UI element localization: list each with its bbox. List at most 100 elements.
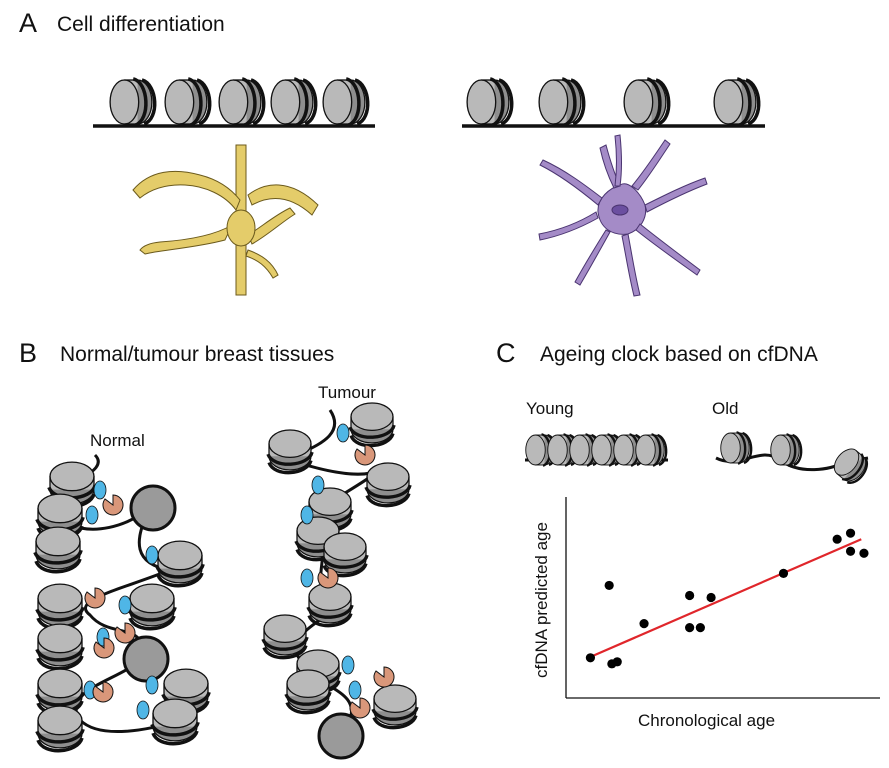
- nucleosome: [164, 77, 212, 127]
- dna-wrap: [35, 646, 85, 662]
- tumour-label: Tumour: [318, 383, 376, 402]
- data-point: [859, 548, 869, 558]
- regression-line: [592, 538, 862, 657]
- data-point: [604, 580, 614, 591]
- yellow-cell-illustration: [132, 144, 319, 296]
- nucleosome: [348, 402, 396, 448]
- data-point: [639, 619, 649, 629]
- orange-marker: [349, 697, 371, 719]
- blue-marker: [300, 505, 314, 525]
- nucleosome: [720, 431, 753, 465]
- dna-wrap: [735, 431, 747, 465]
- nucleosome: [155, 540, 205, 588]
- old-label: Old: [712, 399, 739, 418]
- compact-chromatin: [93, 77, 375, 128]
- blue-marker: [136, 700, 150, 720]
- dna-wrap: [785, 433, 797, 467]
- blue-marker: [93, 480, 107, 500]
- orange-marker: [92, 681, 114, 703]
- dna-wrap: [489, 77, 505, 127]
- panel-b-letter: B: [19, 338, 38, 368]
- dna-wrap: [570, 78, 586, 126]
- blue-marker: [145, 675, 159, 695]
- dna-wrap: [34, 558, 82, 574]
- nucleosome: [306, 582, 354, 628]
- nucleosome: [109, 77, 157, 127]
- nucleosome: [35, 623, 85, 671]
- nucleosome: [364, 462, 412, 508]
- dna-wrap: [354, 78, 370, 126]
- dna-wrap: [846, 457, 868, 484]
- blue-marker: [348, 680, 362, 700]
- dna-wrap: [306, 604, 354, 619]
- protein-complex: [129, 484, 177, 532]
- data-point: [695, 623, 705, 633]
- dna-wrap: [736, 77, 752, 127]
- orange-marker: [114, 622, 136, 644]
- blue-marker: [145, 545, 159, 565]
- nucleosome: [466, 77, 514, 127]
- dna-wrap: [151, 730, 199, 746]
- normal-label: Normal: [90, 431, 145, 450]
- nucleosome: [35, 583, 85, 631]
- dna-wrap: [150, 721, 200, 737]
- dna-wrap: [293, 77, 309, 127]
- dna-wrap: [321, 554, 369, 569]
- dna-wrap: [35, 728, 85, 744]
- nucleosome: [713, 77, 761, 127]
- nucleosome: [321, 532, 369, 578]
- dna-wrap: [187, 77, 203, 127]
- young-label: Young: [526, 399, 574, 418]
- nucleosome: [371, 684, 419, 730]
- nucleosome: [218, 77, 266, 127]
- young-chromatin: [525, 433, 668, 467]
- dna-wrap: [241, 77, 257, 127]
- dna-wrap: [841, 453, 864, 481]
- data-point: [685, 623, 695, 633]
- tumour-chromatin: [261, 402, 419, 760]
- nucleosome: [833, 448, 868, 484]
- neuron-illustration: [538, 134, 708, 297]
- dna-wrap: [650, 433, 662, 467]
- dna-wrap: [35, 606, 85, 622]
- nucleosome: [35, 705, 85, 753]
- nucleosome: [538, 77, 586, 127]
- panel-b-title: Normal/tumour breast tissues: [60, 343, 335, 366]
- blue-marker: [300, 568, 314, 588]
- dna-wrap: [307, 612, 353, 628]
- data-point: [832, 534, 842, 544]
- dna-wrap: [322, 562, 368, 578]
- data-point: [845, 528, 856, 538]
- orange-marker: [93, 637, 115, 659]
- data-point: [685, 590, 695, 601]
- nucleosome: [270, 77, 318, 127]
- dna-wrap: [656, 433, 668, 467]
- orange-marker: [354, 444, 376, 466]
- orange-marker: [102, 494, 124, 516]
- open-chromatin: [462, 77, 765, 128]
- blue-marker: [341, 655, 355, 675]
- dna-wrap: [141, 78, 157, 126]
- dna-wrap: [267, 459, 313, 475]
- protein-complex: [317, 712, 365, 760]
- panel-a-title: Cell differentiation: [57, 13, 225, 36]
- dna-wrap: [646, 77, 662, 127]
- nucleosome: [35, 668, 85, 716]
- data-point: [585, 653, 596, 663]
- dna-wrap: [364, 484, 412, 499]
- nucleosome: [47, 461, 97, 509]
- blue-marker: [336, 423, 350, 443]
- dna-wrap: [498, 78, 514, 126]
- dna-wrap: [372, 714, 418, 730]
- data-point: [706, 592, 716, 603]
- dna-wrap: [349, 432, 395, 448]
- dna-wrap: [250, 78, 266, 126]
- panel-c-title: Ageing clock based on cfDNA: [540, 343, 818, 366]
- dna-wrap: [302, 78, 318, 126]
- nucleosome: [150, 698, 200, 746]
- nucleosome: [770, 433, 803, 467]
- dna-wrap: [348, 424, 396, 439]
- dna-wrap: [35, 691, 85, 707]
- nucleosome: [635, 433, 668, 467]
